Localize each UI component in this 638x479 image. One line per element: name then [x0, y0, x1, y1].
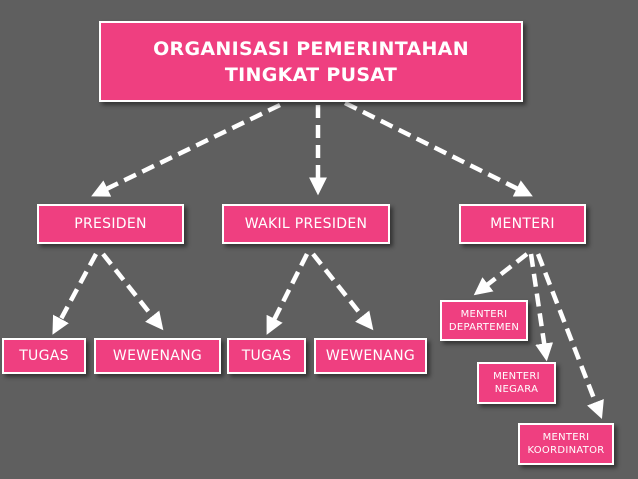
menteri-departemen-box: MENTERI DEPARTEMEN	[440, 300, 528, 341]
title-line-2: TINGKAT PUSAT	[224, 63, 398, 86]
presiden-tugas-label: TUGAS	[19, 348, 69, 364]
arrow-wakil-to-wewenang	[311, 252, 374, 331]
menteri-koordinator-line-2: KOORDINATOR	[527, 445, 605, 456]
arrow-presiden-to-tugas	[52, 252, 98, 335]
arrow-title-to-menteri	[343, 100, 533, 197]
wakil-tugas-label: TUGAS	[241, 348, 292, 364]
title-box: ORGANISASI PEMERINTAHAN TINGKAT PUSAT	[99, 21, 523, 102]
menteri-negara-line-1: MENTERI	[493, 371, 540, 382]
arrow-menteri-to-koordinator	[535, 253, 604, 420]
menteri-departemen-line-2: DEPARTEMEN	[448, 321, 520, 333]
arrow-menteri-to-departemen	[473, 252, 529, 296]
wakil-presiden-box: WAKIL PRESIDEN	[222, 204, 390, 244]
menteri-departemen-line-1: MENTERI	[460, 308, 508, 320]
menteri-koordinator-box: MENTERI KOORDINATOR	[518, 423, 614, 465]
presiden-wewenang-box: WEWENANG	[94, 338, 221, 374]
arrow-presiden-to-wewenang	[101, 252, 164, 331]
presiden-tugas-box: TUGAS	[2, 338, 86, 374]
presiden-label: PRESIDEN	[74, 216, 147, 232]
menteri-box: MENTERI	[459, 204, 586, 244]
menteri-negara-box: MENTERI NEGARA	[477, 362, 556, 404]
arrow-menteri-to-negara	[528, 253, 554, 362]
menteri-negara-line-2: NEGARA	[494, 384, 539, 395]
wakil-presiden-label: WAKIL PRESIDEN	[244, 216, 368, 232]
menteri-koordinator-line-1: MENTERI	[542, 432, 590, 443]
title-line-1: ORGANISASI PEMERINTAHAN	[153, 37, 469, 60]
arrow-title-to-presiden	[91, 102, 281, 197]
presiden-wewenang-label: WEWENANG	[112, 348, 203, 364]
presiden-box: PRESIDEN	[37, 204, 184, 244]
wakil-wewenang-label: WEWENANG	[325, 348, 416, 364]
wakil-tugas-box: TUGAS	[227, 338, 306, 374]
menteri-label: MENTERI	[490, 216, 555, 232]
arrow-wakil-to-tugas	[266, 252, 310, 335]
wakil-wewenang-box: WEWENANG	[314, 338, 427, 374]
